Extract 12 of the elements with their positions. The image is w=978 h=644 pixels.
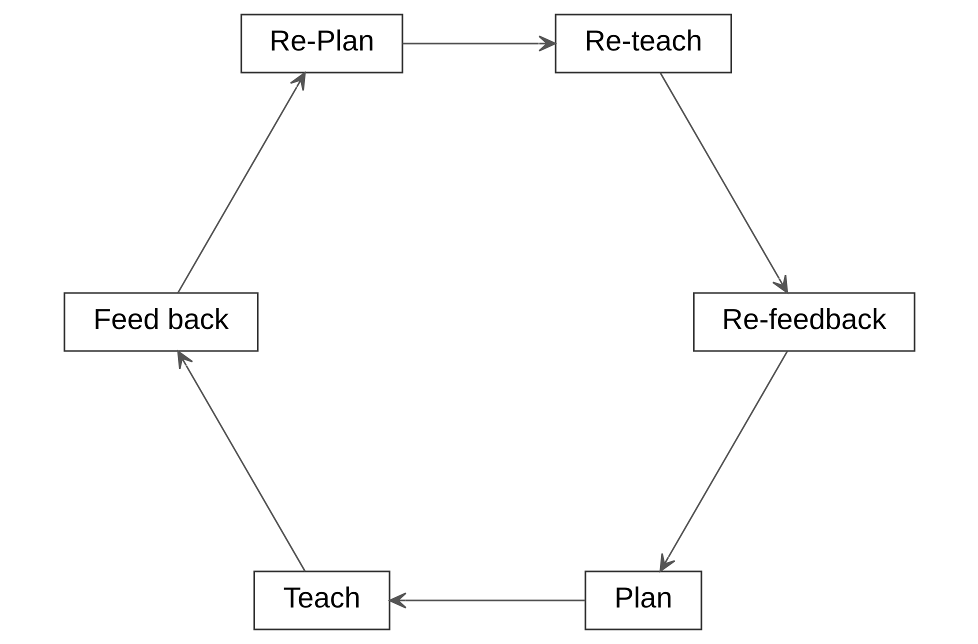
node-box: Feed back — [63, 292, 258, 352]
arrow — [402, 35, 556, 52]
arrow — [176, 72, 306, 294]
node-box: Plan — [584, 570, 702, 630]
node-box: Teach — [252, 570, 390, 630]
arrow — [659, 350, 788, 572]
arrow — [176, 350, 306, 572]
arrow — [388, 592, 585, 609]
node-box: Re-feedback — [692, 292, 915, 352]
node-box: Re-Plan — [240, 14, 403, 74]
arrow — [659, 72, 788, 294]
node-box: Re-teach — [554, 14, 732, 74]
